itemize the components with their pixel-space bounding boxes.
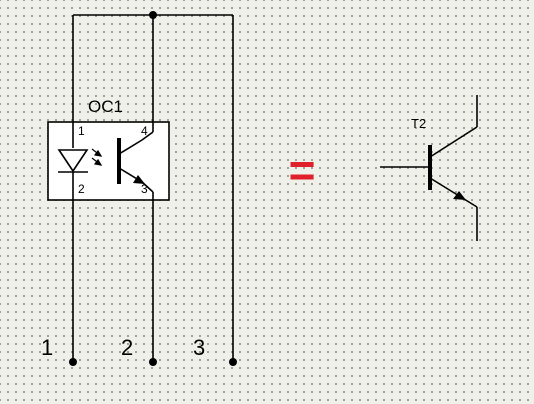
terminal-dot-1 — [69, 358, 77, 366]
pin-label-collector: 4 — [141, 124, 148, 138]
pin-label-anode: 1 — [78, 124, 85, 138]
terminal-label-2: 2 — [121, 335, 133, 360]
terminal-label-3: 3 — [193, 335, 205, 360]
optocoupler-designator: OC1 — [88, 97, 123, 116]
emitter-lead — [429, 177, 478, 208]
optocoupler-oc1[interactable]: OC1 1 2 4 3 — [47, 97, 170, 201]
phototransistor-icon — [117, 122, 154, 200]
emitter-arrow-icon — [453, 191, 466, 200]
wires — [72, 14, 234, 362]
collector-lead — [429, 126, 478, 158]
terminal-dot-3 — [229, 358, 237, 366]
transistor-designator: T2 — [411, 116, 426, 131]
equivalence-sign: = — [289, 144, 316, 196]
transistor-t2[interactable]: T2 — [380, 95, 478, 241]
terminal-label-1: 1 — [41, 335, 53, 360]
led-icon — [57, 122, 89, 200]
junction-dot-top — [149, 11, 157, 19]
pin-label-cathode: 2 — [78, 182, 85, 196]
terminal-dot-2 — [149, 358, 157, 366]
light-emission-arrows-icon — [91, 148, 103, 166]
pin-label-emitter: 3 — [141, 182, 148, 196]
junction-dots — [69, 11, 237, 366]
